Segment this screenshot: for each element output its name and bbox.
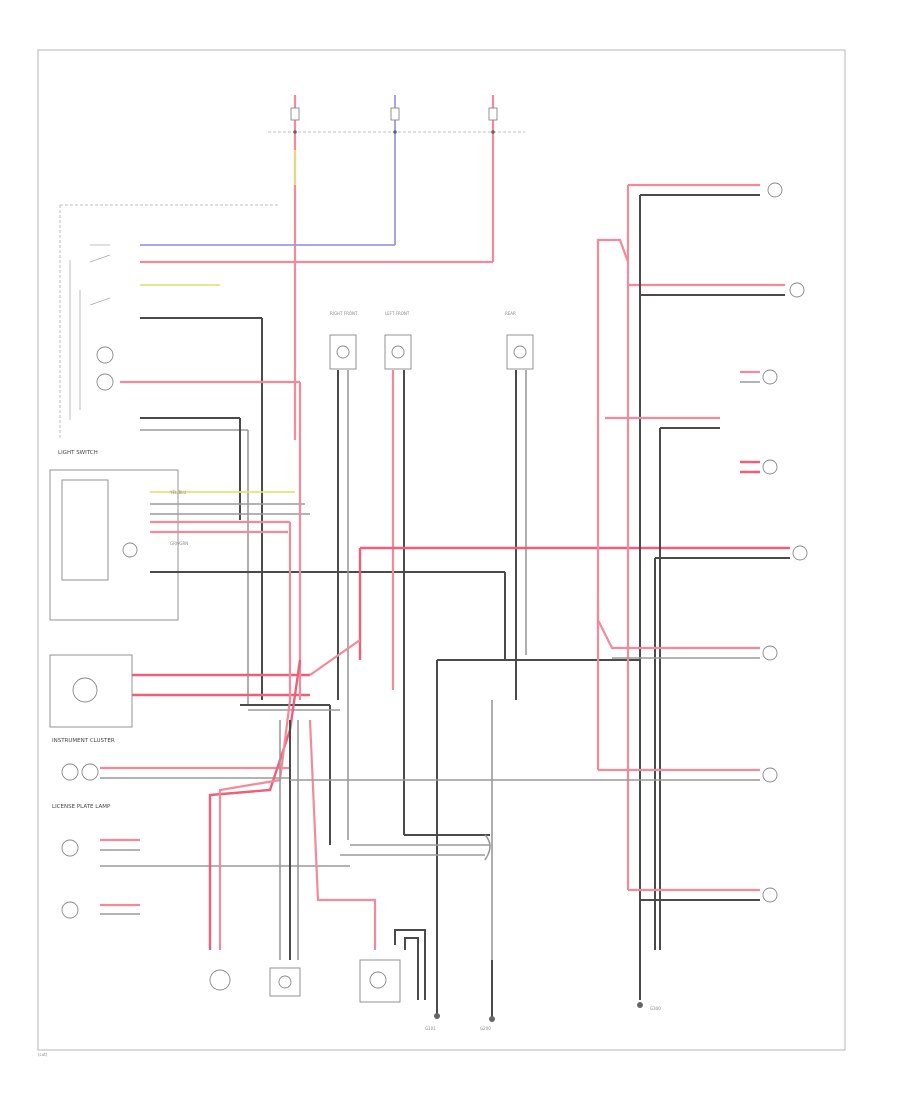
diagram-frame: [37, 49, 846, 1051]
center-buses: [240, 546, 790, 1010]
left-front-lamp-label: LEFT FRONT: [385, 311, 410, 316]
lower-left-lamps: LICENSE PLATE LAMP: [52, 763, 350, 919]
rear-lamp-label: REAR: [505, 311, 516, 316]
light-switch-label: LIGHT SWITCH: [58, 450, 98, 456]
light-switch-block: LIGHT SWITCH: [58, 204, 493, 705]
center-lamps: RIGHT FRONT LEFT FRONT REAR: [329, 311, 534, 840]
module-block: YEL/BLU GRY/GRN: [49, 469, 506, 660]
center-trunk: G101 G200: [208, 382, 495, 1031]
top-fuse-feeds: [268, 95, 525, 440]
svg-text:YEL/BLU: YEL/BLU: [169, 490, 186, 495]
license-plate-lamp-label: LICENSE PLATE LAMP: [52, 804, 111, 810]
right-side-block: G300: [290, 182, 808, 1011]
instrument-cluster-label: INSTRUMENT CLUSTER: [52, 738, 115, 744]
right-front-lamp-label: RIGHT FRONT: [330, 311, 358, 316]
ground-label-3: G300: [650, 1006, 661, 1011]
svg-text:GRY/GRN: GRY/GRN: [170, 541, 188, 546]
footer-code: (cut): [38, 1052, 48, 1057]
ground-label-1: G101: [425, 1026, 436, 1031]
instrument-cluster-block: INSTRUMENT CLUSTER: [49, 654, 310, 744]
ground-label-2: G200: [480, 1026, 491, 1031]
